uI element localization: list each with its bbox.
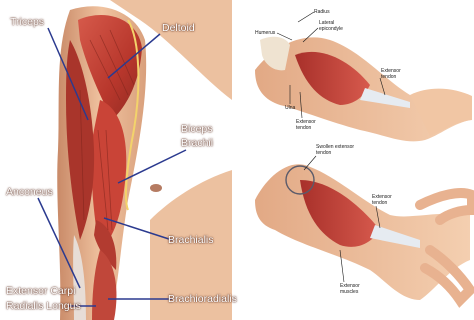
label-ecrl-line2: Radialis Longus (6, 300, 81, 313)
label-biceps-line2: Brachii (181, 137, 213, 150)
label-biceps-line1: Biceps (181, 123, 213, 136)
label-swollen-line2: tendon (316, 150, 331, 156)
label-deltoid: Deltoid (162, 22, 195, 35)
label-anconeus: Anconeus (6, 186, 53, 199)
label-extensor-muscles-line2: muscles (340, 289, 358, 295)
right-bottom-arm-figure (255, 156, 472, 300)
label-lateral-epicondyle-line2: epicondyle (319, 26, 343, 32)
label-brachialis: Brachialis (168, 234, 214, 247)
label-extensor-tendon-inner-line2: tendon (296, 125, 311, 131)
nipple (150, 184, 162, 192)
label-radius: Radius (314, 9, 330, 15)
label-triceps: Triceps (10, 16, 44, 29)
label-bottom-extensor-tendon-line2: tendon (372, 200, 387, 206)
leader-radius (298, 12, 314, 22)
label-extensor-tendon-line2: tendon (381, 74, 396, 80)
label-ecrl-line1: Extensor Carpi (6, 285, 75, 298)
left-arm-figure (0, 0, 232, 320)
label-ulna: Ulna (285, 105, 295, 111)
right-top-arm-figure (255, 12, 472, 141)
label-brachioradialis: Brachioradialis (168, 293, 237, 306)
label-humerus: Humerus (255, 30, 275, 36)
